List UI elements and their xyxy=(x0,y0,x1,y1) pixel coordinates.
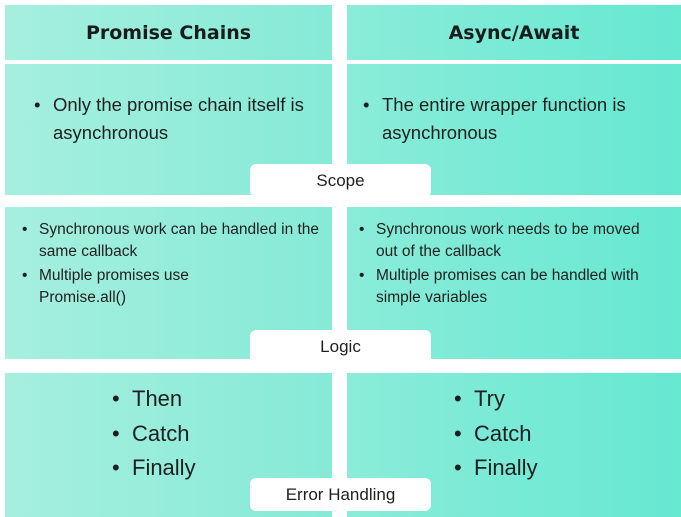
logic-left-list: Synchronous work can be handled in the s… xyxy=(22,219,332,309)
list-item: Catch xyxy=(454,417,681,452)
list-item: Try xyxy=(454,382,681,417)
error-handling-left-list: Then Catch Finally xyxy=(112,382,332,486)
logic-right-list: Synchronous work needs to be moved out o… xyxy=(359,219,681,309)
section-label-text: Logic xyxy=(320,337,361,356)
scope-right-cell: The entire wrapper function is asynchron… xyxy=(347,64,681,195)
header-async-await: Async/Await xyxy=(347,5,681,60)
column-title-left: Promise Chains xyxy=(85,21,252,44)
list-item: Catch xyxy=(112,417,332,452)
list-item: Synchronous work can be handled in the s… xyxy=(22,219,334,263)
scope-left-cell: Only the promise chain itself is asynchr… xyxy=(5,64,332,195)
list-item: The entire wrapper function is asynchron… xyxy=(363,91,662,147)
list-item: Synchronous work needs to be moved out o… xyxy=(359,219,646,263)
list-item: Finally xyxy=(454,451,681,486)
column-title-right: Async/Await xyxy=(448,21,580,44)
scope-right-list: The entire wrapper function is asynchron… xyxy=(363,91,681,147)
list-item: Finally xyxy=(112,451,332,486)
section-label-logic: Logic xyxy=(250,330,431,364)
scope-left-list: Only the promise chain itself is asynchr… xyxy=(34,91,332,147)
list-item: Then xyxy=(112,382,332,417)
section-label-error-handling: Error Handling xyxy=(250,478,431,511)
section-label-text: Error Handling xyxy=(285,484,396,504)
list-item: Multiple promises use Promise.all() xyxy=(22,265,249,309)
list-item: Only the promise chain itself is asynchr… xyxy=(34,91,343,147)
error-handling-right-list: Try Catch Finally xyxy=(454,382,681,486)
header-promise-chains: Promise Chains xyxy=(5,5,332,60)
section-label-scope: Scope xyxy=(250,164,431,197)
section-label-text: Scope xyxy=(316,170,365,190)
list-item: Multiple promises can be handled with si… xyxy=(359,265,676,309)
